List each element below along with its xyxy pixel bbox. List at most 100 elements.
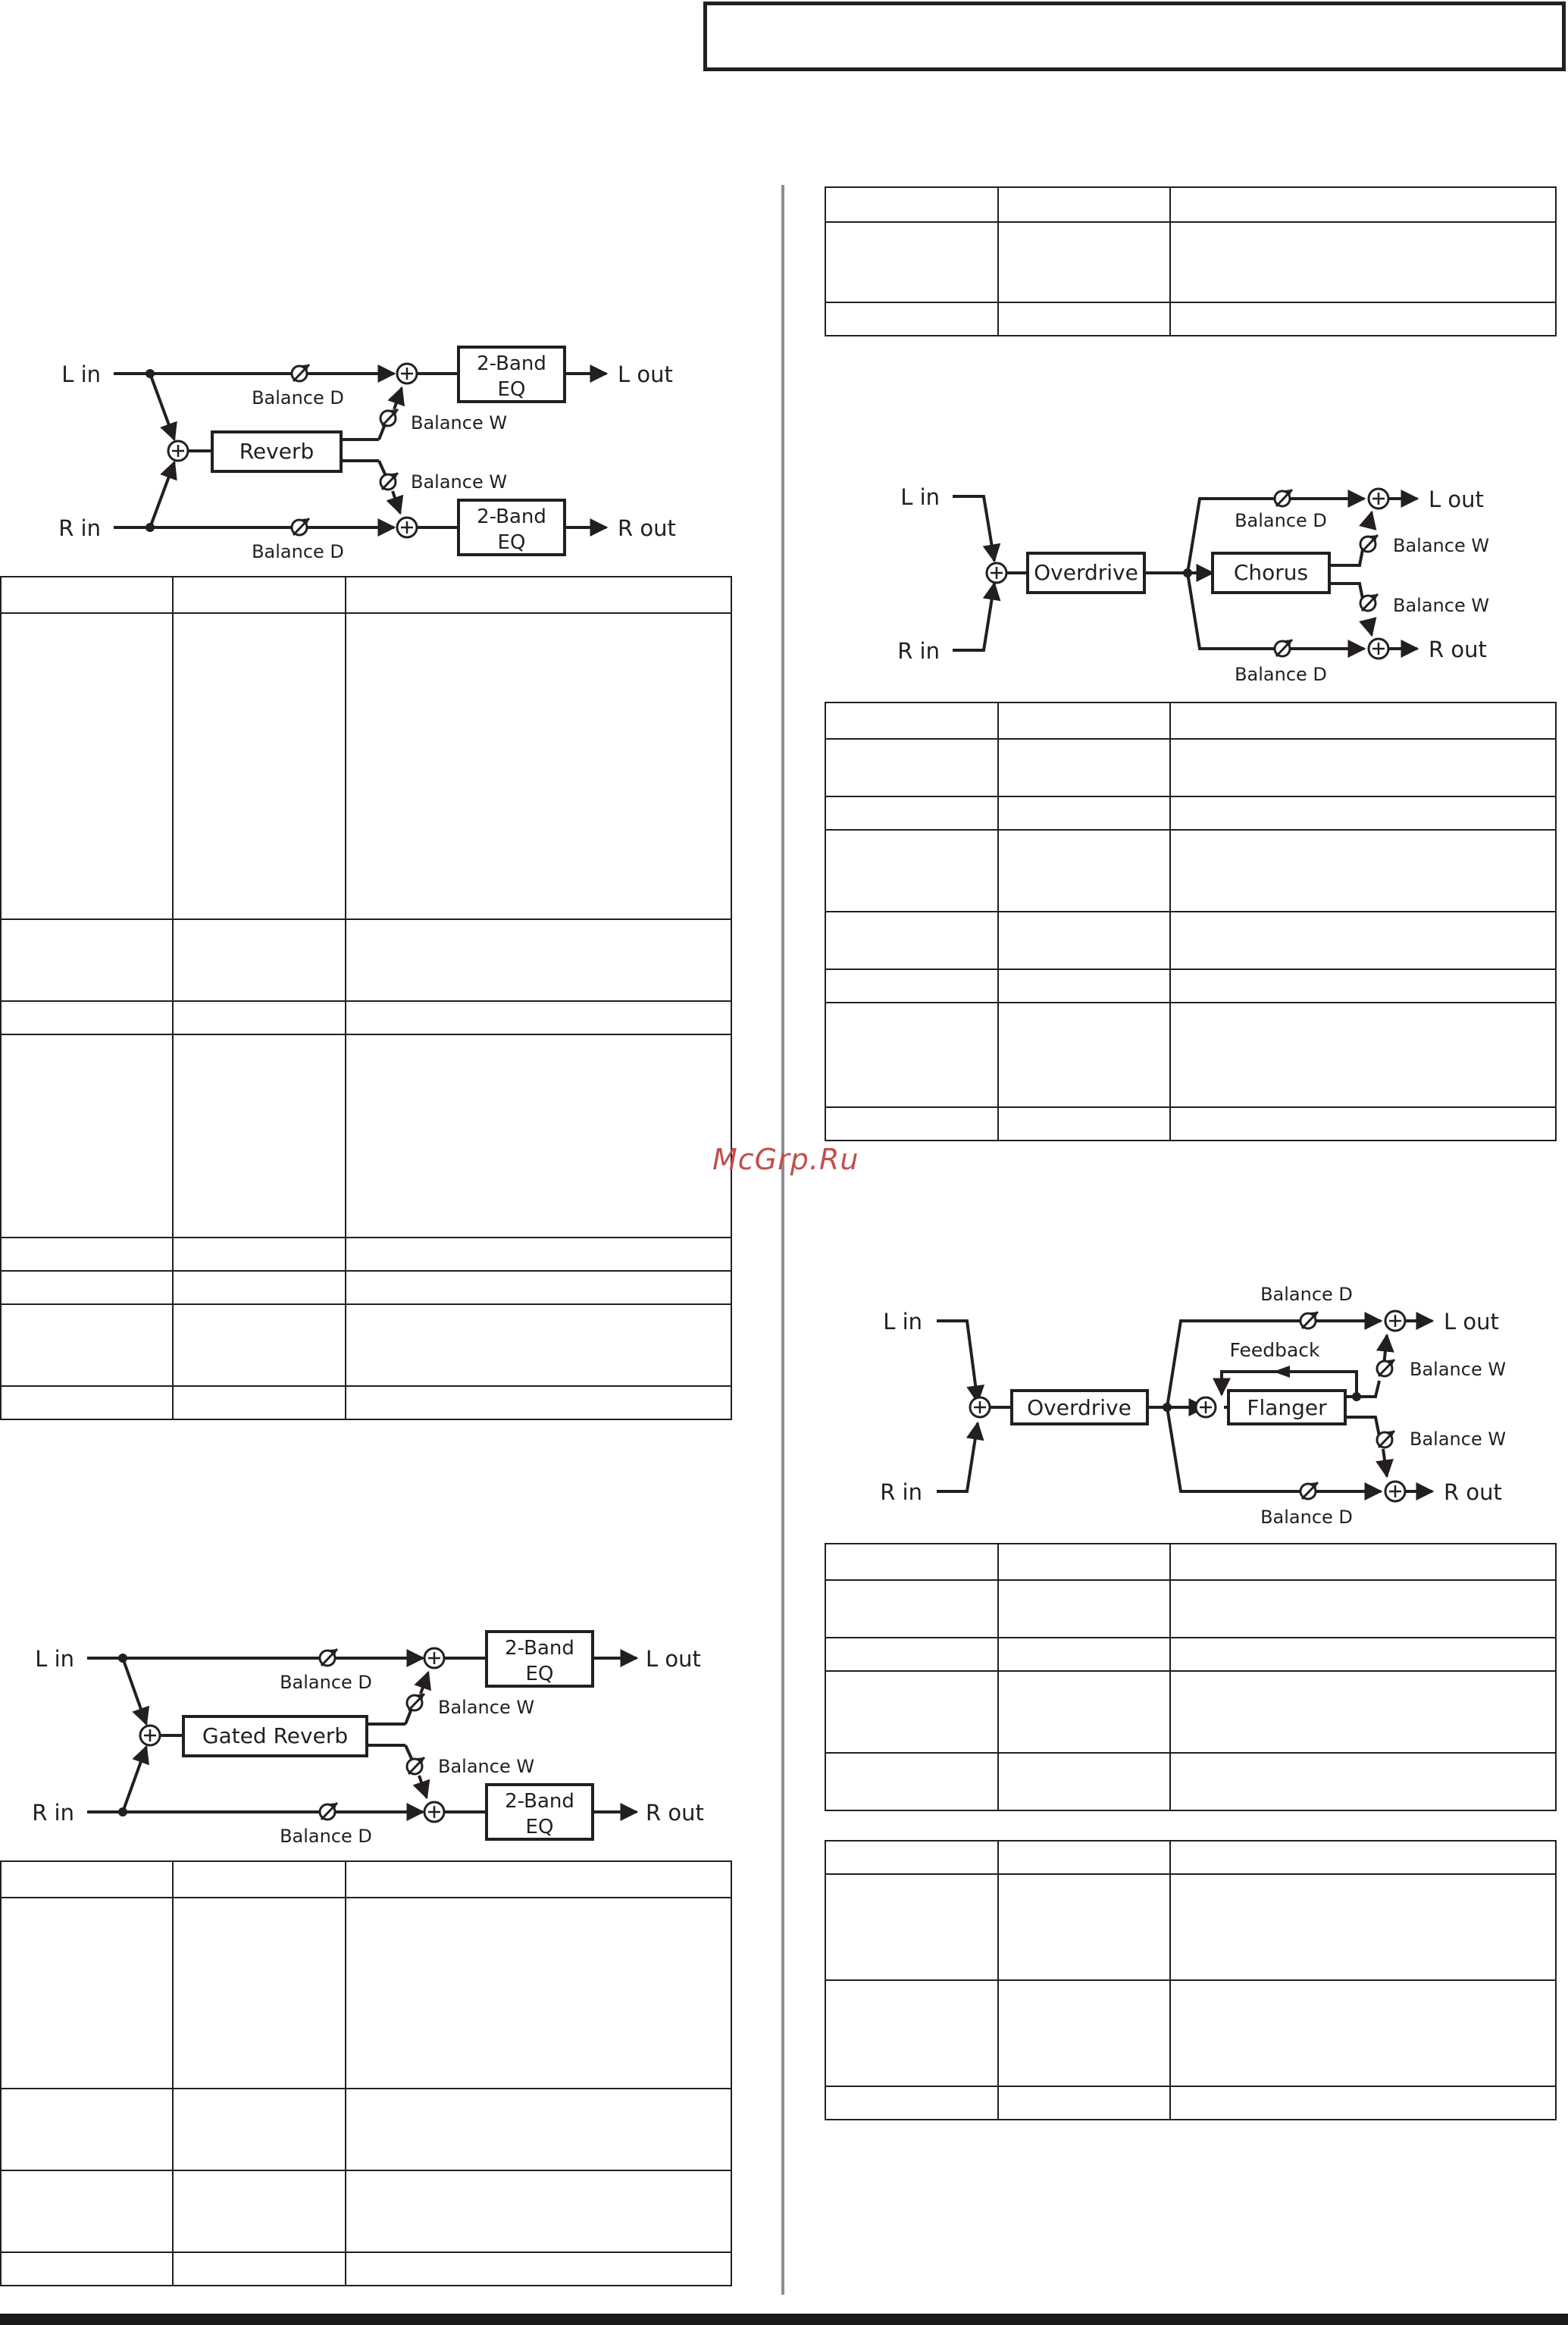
l-in-label: L in bbox=[883, 1309, 922, 1335]
feedback-label: Feedback bbox=[1229, 1339, 1320, 1361]
balance-w-label: Balance W bbox=[1410, 1428, 1506, 1450]
balance-d-label: Balance D bbox=[1235, 510, 1327, 531]
gated-reverb-param-table bbox=[0, 1860, 732, 2286]
table-row bbox=[0, 1237, 732, 1272]
chorus-label: Chorus bbox=[1234, 560, 1308, 585]
table-row bbox=[825, 1979, 1557, 2087]
chorus-block bbox=[1211, 552, 1331, 594]
balance-w-label: Balance W bbox=[1410, 1359, 1506, 1380]
mixer-icon bbox=[985, 562, 1008, 584]
balance-knob-icon bbox=[1299, 1310, 1319, 1330]
eq-block-right bbox=[457, 499, 566, 556]
mixer-icon bbox=[1384, 1310, 1407, 1332]
mixer-icon bbox=[139, 1724, 161, 1747]
mixer-icon bbox=[396, 516, 418, 539]
balance-w-label: Balance W bbox=[438, 1697, 534, 1718]
table-row bbox=[0, 2170, 732, 2253]
table-row bbox=[0, 918, 732, 1002]
overdrive-label: Overdrive bbox=[1034, 560, 1138, 585]
r-in-label: R in bbox=[897, 638, 940, 664]
mixer-icon bbox=[1367, 637, 1390, 660]
l-out-label: L out bbox=[1444, 1309, 1499, 1335]
balance-knob-icon bbox=[318, 1801, 339, 1821]
balance-knob-icon bbox=[1299, 1481, 1319, 1500]
balance-knob-icon bbox=[1376, 1358, 1396, 1378]
gated-reverb-label: Gated Reverb bbox=[202, 1723, 348, 1748]
balance-knob-icon bbox=[379, 471, 399, 491]
junction-dot-icon bbox=[1183, 568, 1192, 577]
table-row bbox=[825, 1752, 1557, 1811]
overdrive-block bbox=[1026, 552, 1146, 594]
balance-d-label: Balance D bbox=[252, 541, 344, 562]
reverb-label: Reverb bbox=[239, 439, 315, 464]
table-header-row bbox=[825, 1840, 1557, 1875]
balance-knob-icon bbox=[1273, 638, 1294, 658]
eq-block-right bbox=[485, 1783, 594, 1841]
table-row bbox=[825, 738, 1557, 797]
mixer-icon bbox=[423, 1801, 446, 1823]
l-out-label: L out bbox=[646, 1646, 701, 1672]
eq-label-line2: EQ bbox=[498, 531, 526, 554]
l-in-label: L in bbox=[35, 1646, 74, 1672]
mixer-icon bbox=[1384, 1480, 1407, 1503]
mixer-icon bbox=[1194, 1396, 1217, 1419]
balance-knob-icon bbox=[1359, 593, 1379, 612]
feedback-arrow-icon bbox=[1273, 1366, 1290, 1378]
l-out-label: L out bbox=[618, 361, 673, 387]
overdrive-block bbox=[1010, 1389, 1149, 1425]
junction-dot-icon bbox=[118, 1807, 127, 1817]
junction-dot-icon bbox=[146, 369, 155, 378]
mixer-icon bbox=[423, 1647, 446, 1669]
gated-reverb-block bbox=[182, 1715, 368, 1757]
balance-d-label: Balance D bbox=[1235, 664, 1327, 685]
l-in-label: L in bbox=[61, 361, 101, 387]
balance-w-label: Balance W bbox=[1393, 595, 1489, 616]
flanger-block bbox=[1227, 1389, 1347, 1425]
table-row bbox=[0, 1270, 732, 1305]
table-row bbox=[0, 1303, 732, 1387]
table-row bbox=[825, 1670, 1557, 1754]
eq-block-left bbox=[457, 346, 566, 403]
eq-block-left bbox=[485, 1630, 594, 1688]
overdrive-flanger-param-table-2 bbox=[825, 1840, 1557, 2120]
l-in-label: L in bbox=[900, 484, 940, 510]
table-row bbox=[0, 612, 732, 920]
balance-d-label: Balance D bbox=[252, 387, 344, 408]
mixer-icon bbox=[1367, 487, 1390, 510]
overdrive-label: Overdrive bbox=[1027, 1395, 1131, 1420]
table-header-row bbox=[825, 186, 1557, 223]
balance-w-label: Balance W bbox=[438, 1756, 534, 1777]
eq-label-line1: 2-Band bbox=[477, 352, 546, 375]
balance-knob-icon bbox=[1273, 488, 1294, 508]
balance-knob-icon bbox=[405, 1756, 426, 1776]
table-row bbox=[0, 1034, 732, 1238]
table-header-row bbox=[825, 1543, 1557, 1581]
overdrive-flanger-param-table bbox=[825, 1543, 1557, 1811]
reverb-block-diagram: Reverb 2-Band EQ 2-Band EQ L in R in L o… bbox=[58, 346, 676, 562]
balance-knob-icon bbox=[290, 363, 311, 383]
balance-d-label: Balance D bbox=[1260, 1507, 1353, 1528]
r-out-label: R out bbox=[646, 1800, 704, 1826]
mixer-icon bbox=[969, 1396, 991, 1419]
overdrive-chorus-cont-param-table bbox=[825, 186, 1557, 336]
table-row bbox=[825, 1637, 1557, 1672]
reverb-param-table bbox=[0, 576, 732, 1420]
r-in-label: R in bbox=[58, 515, 101, 541]
junction-dot-icon bbox=[146, 523, 155, 532]
table-row bbox=[0, 2251, 732, 2286]
r-out-label: R out bbox=[1444, 1479, 1502, 1505]
mixer-icon bbox=[167, 440, 189, 462]
column-divider bbox=[781, 185, 784, 2295]
balance-knob-icon bbox=[405, 1692, 426, 1712]
balance-w-label: Balance W bbox=[411, 412, 507, 433]
table-header-row bbox=[0, 1860, 732, 1898]
watermark: McGrp.Ru bbox=[712, 1143, 859, 1176]
table-row bbox=[0, 1897, 732, 2089]
balance-d-label: Balance D bbox=[1260, 1284, 1353, 1305]
eq-label-line2: EQ bbox=[526, 1663, 554, 1685]
table-row bbox=[825, 968, 1557, 1003]
header-box bbox=[703, 2, 1566, 71]
table-row bbox=[825, 796, 1557, 831]
balance-d-label: Balance D bbox=[280, 1672, 372, 1693]
table-row bbox=[825, 221, 1557, 303]
